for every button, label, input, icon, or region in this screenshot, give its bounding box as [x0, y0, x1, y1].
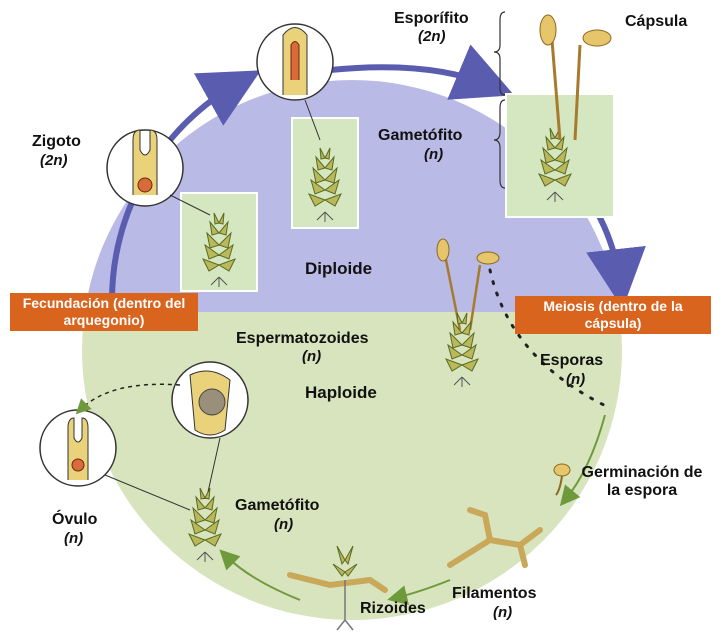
gametophyte-bottom-label: Gametófito — [235, 497, 319, 515]
zygote-ploidy: (2n) — [40, 152, 68, 169]
zygote-label: Zigoto — [32, 133, 81, 151]
sporophyte-label: Esporífito — [394, 10, 469, 28]
developing-sporophyte-panel — [292, 118, 358, 228]
young-plant-panel — [181, 193, 257, 291]
sporophyte-ploidy: (2n) — [418, 28, 446, 45]
spores-label: Esporas — [540, 352, 603, 370]
gametophyte-top-label: Gametófito — [378, 127, 462, 145]
sporophyte-bracket — [494, 12, 505, 95]
meiosis-box: Meiosis (dentro de la cápsula) — [515, 296, 711, 334]
ovule-ploidy: (n) — [64, 530, 83, 547]
germination-label: Germinación de la espora — [578, 464, 706, 500]
haploid-label: Haploide — [305, 384, 377, 402]
diploid-label: Diploide — [305, 260, 372, 278]
capsule-label: Cápsula — [625, 13, 687, 31]
rhizoids-label: Rizoides — [360, 600, 426, 618]
sperm-label: Espermatozoides — [236, 330, 368, 348]
spores-ploidy: (n) — [566, 371, 585, 388]
fertilization-box: Fecundación (dentro del arquegonio) — [10, 293, 198, 331]
filaments-ploidy: (n) — [493, 604, 512, 621]
ovule-label: Óvulo — [52, 511, 97, 529]
gametophyte-top-ploidy: (n) — [424, 146, 443, 163]
sperm-ploidy: (n) — [302, 348, 321, 365]
gametophyte-bottom-ploidy: (n) — [274, 516, 293, 533]
filaments-label: Filamentos — [452, 585, 536, 603]
